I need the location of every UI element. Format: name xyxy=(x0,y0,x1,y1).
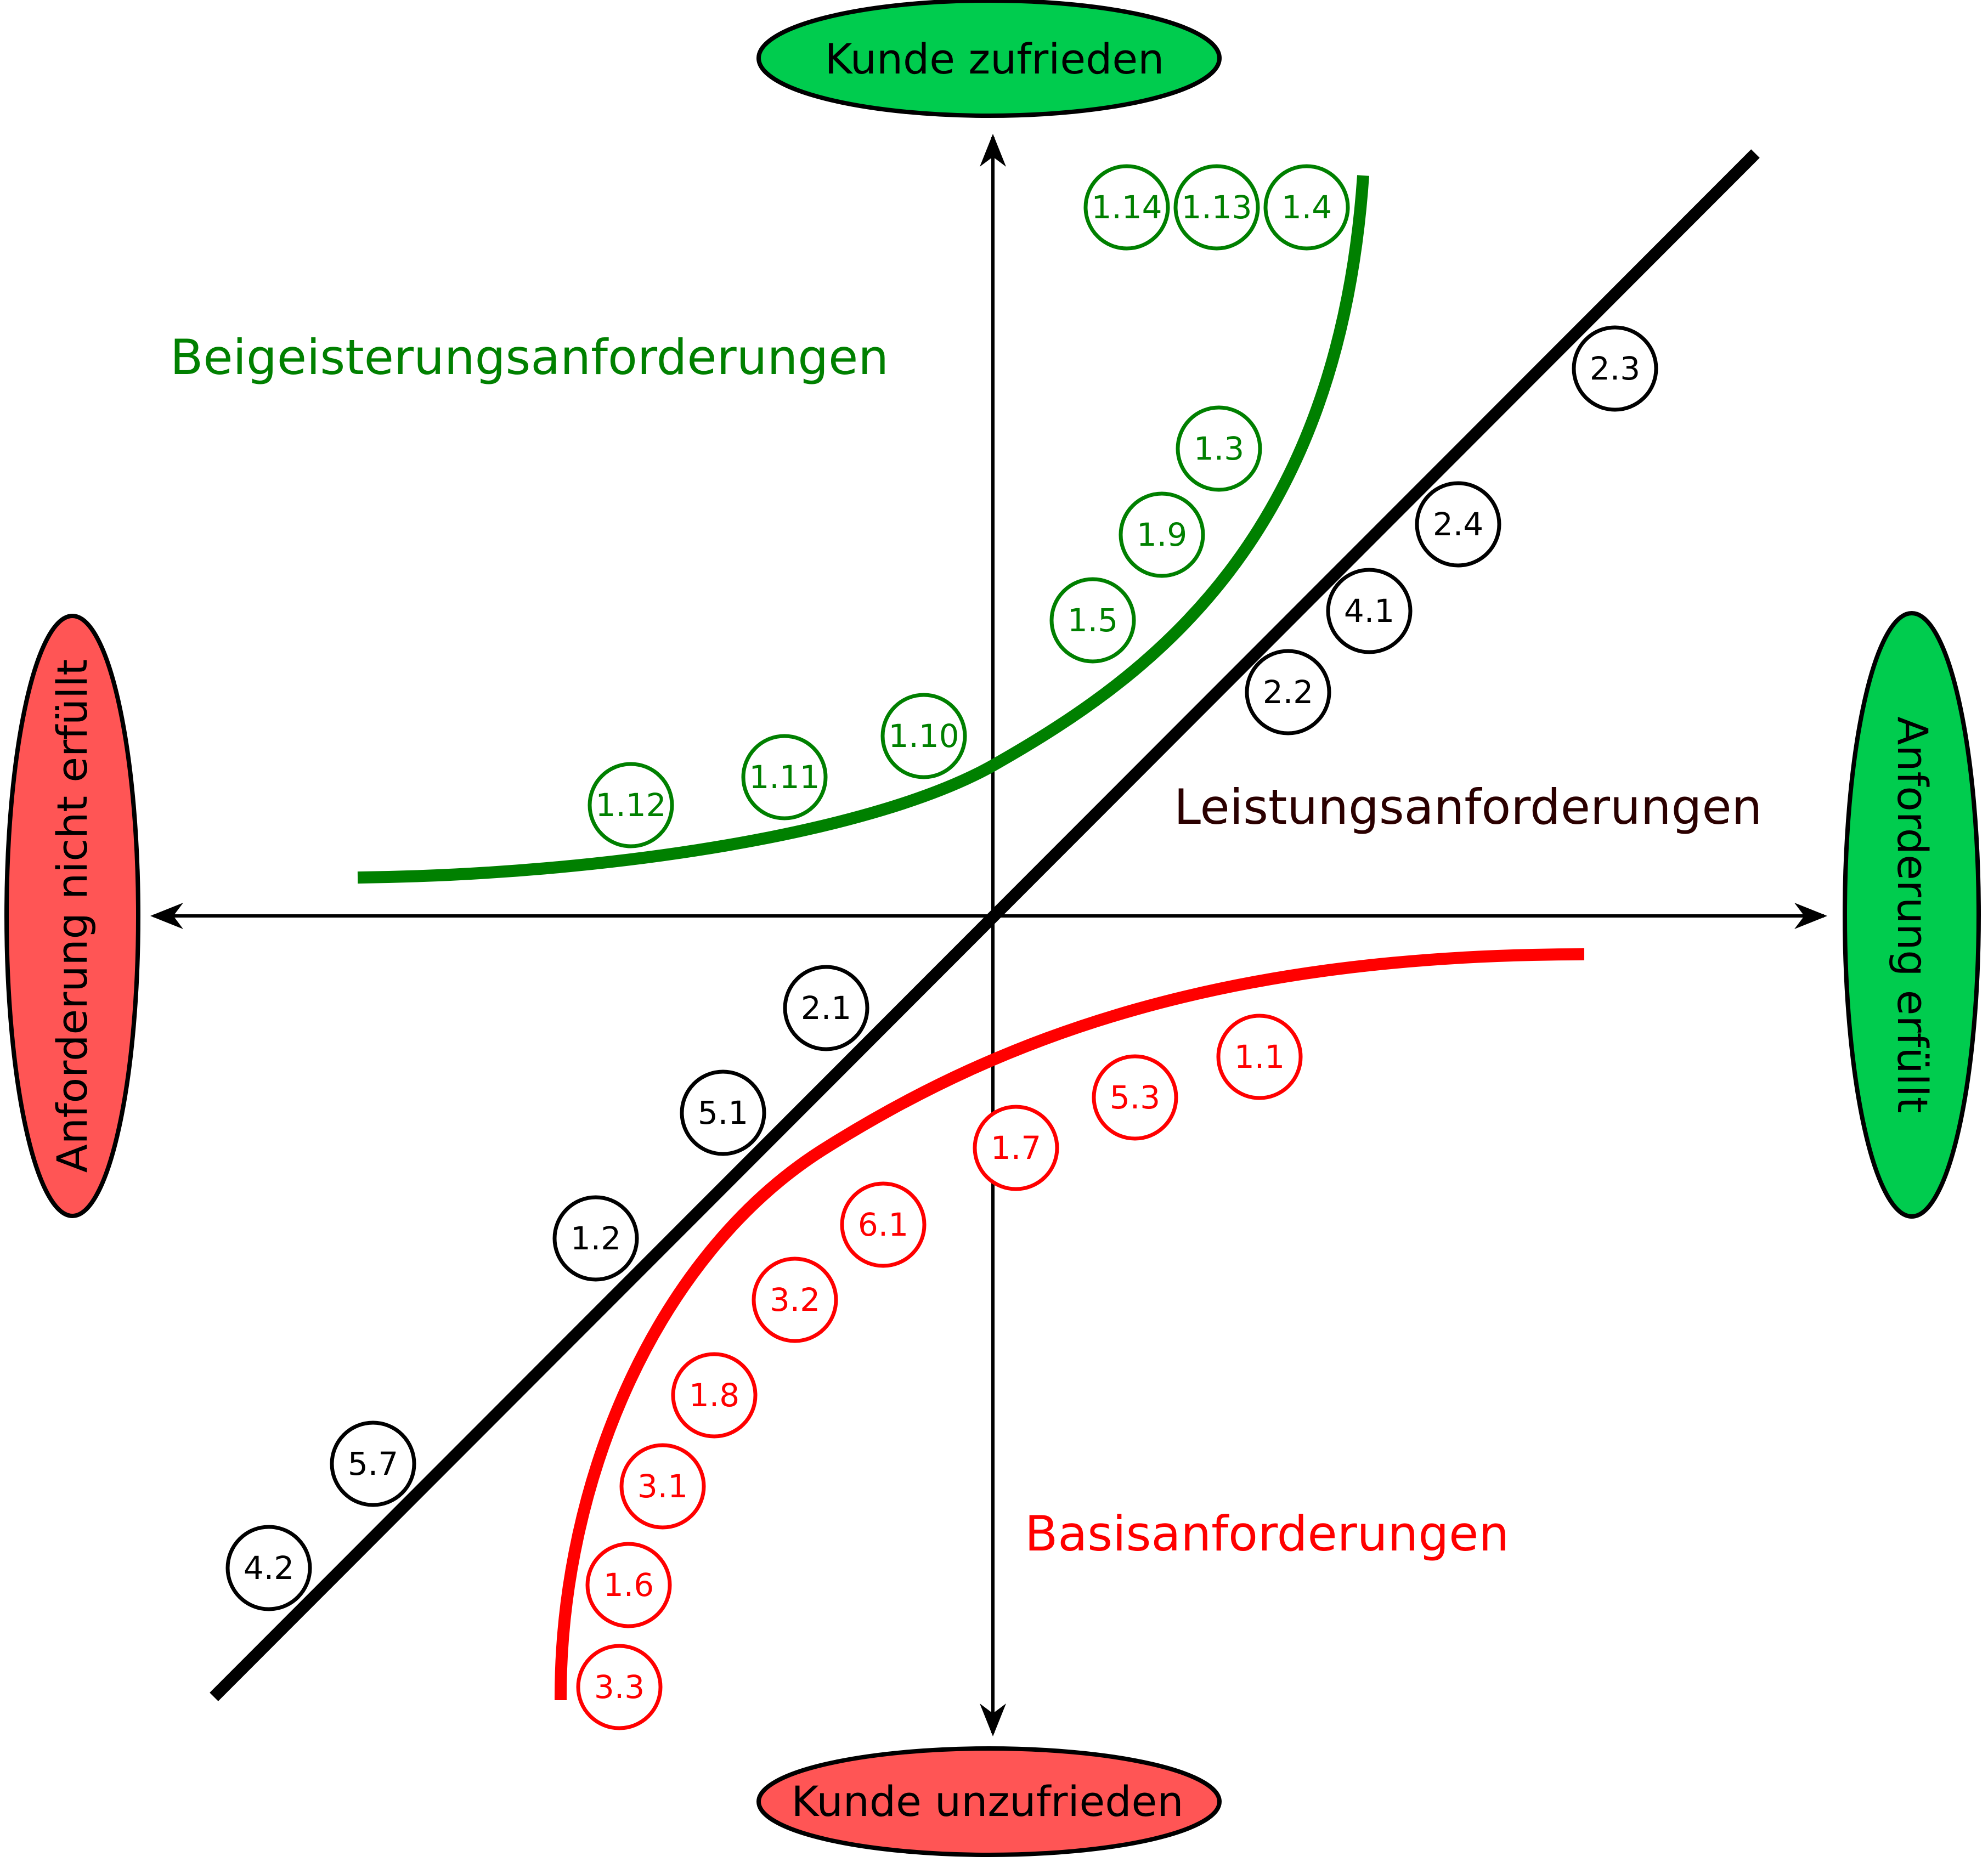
not-fulfilled-ellipse xyxy=(4,614,140,1218)
svg-text:1.6: 1.6 xyxy=(603,1566,654,1604)
svg-text:2.3: 2.3 xyxy=(1590,350,1640,387)
axis-bottom-label: Kunde unzufrieden xyxy=(792,1777,1184,1826)
svg-text:1.11: 1.11 xyxy=(749,759,820,796)
svg-text:1.2: 1.2 xyxy=(571,1220,621,1257)
axis-left-label: Anforderung nicht erfüllt xyxy=(48,659,97,1173)
requirement-marker: 1.5 xyxy=(1049,577,1136,664)
requirement-marker: 1.14 xyxy=(1083,164,1170,251)
svg-text:1.13: 1.13 xyxy=(1181,189,1252,226)
svg-text:5.3: 5.3 xyxy=(1110,1079,1160,1116)
axis-left-badge: Anforderung nicht erfüllt xyxy=(4,614,140,1218)
requirement-marker: 3.3 xyxy=(576,1644,663,1730)
requirement-marker: 1.13 xyxy=(1173,164,1260,251)
svg-text:2.4: 2.4 xyxy=(1433,506,1483,543)
excitement-curve xyxy=(357,175,1369,884)
axes xyxy=(150,134,1827,1736)
svg-text:2.1: 2.1 xyxy=(801,989,851,1027)
requirement-marker: 3.1 xyxy=(619,1443,706,1530)
performance-requirements: 2.3 2.4 4.1 2.2 2.1 5.1 1.2 5.7 xyxy=(225,325,1658,1611)
requirement-marker: 2.3 xyxy=(1572,325,1658,412)
requirement-marker: 1.2 xyxy=(552,1195,639,1282)
requirement-marker: 1.4 xyxy=(1263,164,1350,251)
performance-line xyxy=(210,149,1760,1701)
axis-right-badge: Anforderung erfüllt xyxy=(1843,611,1981,1219)
basic-curve xyxy=(554,948,1585,1701)
svg-text:1.8: 1.8 xyxy=(689,1377,739,1414)
axis-top-badge: Kunde zufrieden xyxy=(756,0,1222,118)
requirement-marker: 6.1 xyxy=(840,1181,927,1268)
performance-category-label: Leistungsanforderungen xyxy=(1174,779,1762,835)
requirement-marker: 1.12 xyxy=(588,762,674,848)
fulfilled-ellipse xyxy=(1843,611,1981,1219)
requirement-marker: 2.2 xyxy=(1245,649,1331,735)
svg-text:1.12: 1.12 xyxy=(595,786,666,824)
svg-text:6.1: 6.1 xyxy=(858,1206,908,1243)
excitement-category-label: Beigeisterungsanforderungen xyxy=(170,329,889,386)
excitement-requirements: 1.14 1.13 1.4 1.3 1.9 1.5 1.10 1.11 xyxy=(588,164,1350,848)
requirement-marker: 5.1 xyxy=(680,1069,766,1156)
svg-text:1.5: 1.5 xyxy=(1068,602,1118,639)
requirement-marker: 5.3 xyxy=(1092,1054,1178,1141)
svg-text:3.3: 3.3 xyxy=(594,1668,645,1706)
svg-text:1.4: 1.4 xyxy=(1281,189,1332,226)
satisfied-ellipse xyxy=(756,0,1222,118)
axis-bottom-badge: Kunde unzufrieden xyxy=(756,1746,1222,1857)
axis-right-label: Anforderung erfüllt xyxy=(1888,716,1937,1113)
requirement-marker: 2.1 xyxy=(783,965,869,1051)
requirement-marker: 3.2 xyxy=(752,1257,838,1343)
svg-text:5.7: 5.7 xyxy=(348,1445,398,1482)
svg-text:3.2: 3.2 xyxy=(770,1281,820,1318)
requirement-marker: 1.8 xyxy=(671,1352,758,1439)
unsatisfied-ellipse xyxy=(756,1746,1222,1857)
requirement-marker: 5.7 xyxy=(330,1420,416,1507)
svg-text:1.3: 1.3 xyxy=(1194,430,1244,467)
requirement-marker: 1.1 xyxy=(1216,1014,1303,1100)
svg-text:4.2: 4.2 xyxy=(244,1549,294,1587)
svg-text:1.9: 1.9 xyxy=(1137,516,1187,553)
requirement-marker: 1.3 xyxy=(1176,405,1262,492)
requirement-marker: 1.11 xyxy=(741,734,828,820)
svg-text:1.14: 1.14 xyxy=(1091,189,1162,226)
svg-text:1.10: 1.10 xyxy=(888,717,959,755)
axis-top-label: Kunde zufrieden xyxy=(825,35,1165,83)
svg-text:1.7: 1.7 xyxy=(991,1129,1041,1167)
requirement-marker: 4.1 xyxy=(1326,568,1413,654)
requirement-marker: 1.10 xyxy=(880,693,967,779)
requirement-marker: 2.4 xyxy=(1415,481,1501,568)
svg-text:3.1: 3.1 xyxy=(637,1468,688,1505)
basic-category-label: Basisanforderungen xyxy=(1025,1506,1509,1562)
requirement-marker: 1.6 xyxy=(585,1542,672,1628)
svg-text:1.1: 1.1 xyxy=(1234,1038,1285,1076)
requirement-marker: 1.9 xyxy=(1119,491,1205,578)
basic-requirements: 1.1 5.3 1.7 6.1 3.2 1.8 3.1 1.6 xyxy=(576,1014,1303,1730)
requirement-marker: 4.2 xyxy=(225,1525,312,1611)
svg-text:4.1: 4.1 xyxy=(1344,592,1394,630)
requirement-marker: 1.7 xyxy=(973,1105,1059,1191)
svg-text:5.1: 5.1 xyxy=(698,1094,748,1131)
svg-text:2.2: 2.2 xyxy=(1263,674,1313,711)
